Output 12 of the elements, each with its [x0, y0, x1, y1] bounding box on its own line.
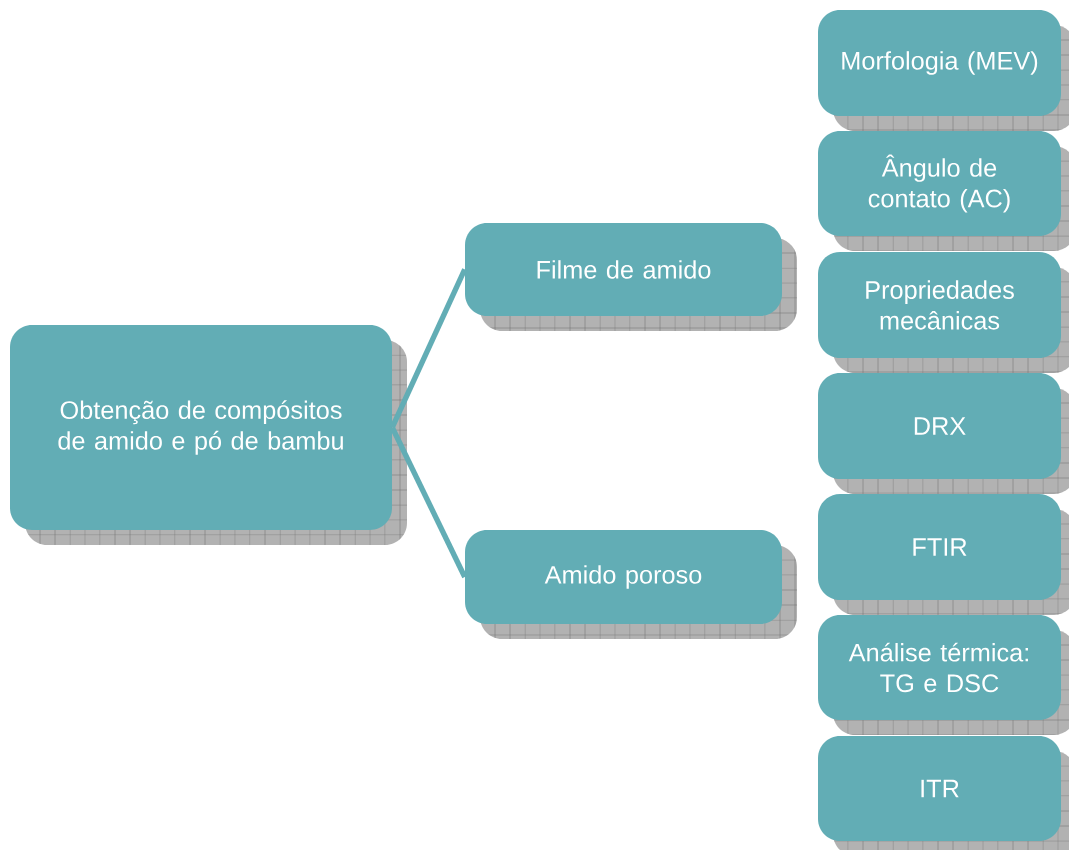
process-box: Morfologia (MEV)	[818, 10, 1069, 131]
process-box: Filme de amido	[465, 223, 797, 331]
process-box: Ângulo de contato (AC)	[818, 131, 1069, 251]
process-box: Obtenção de compósitos de amido e pó de bambu	[10, 325, 407, 545]
process-box: ITR	[818, 736, 1069, 850]
process-box: FTIR	[818, 494, 1069, 615]
process-box: Análise térmica: TG e DSC	[818, 615, 1069, 735]
process-box: Amido poroso	[465, 530, 797, 639]
process-box: DRX	[818, 373, 1069, 494]
process-box: Propriedades mecânicas	[818, 252, 1069, 373]
connector-line	[389, 268, 468, 429]
connector-line	[389, 426, 468, 579]
